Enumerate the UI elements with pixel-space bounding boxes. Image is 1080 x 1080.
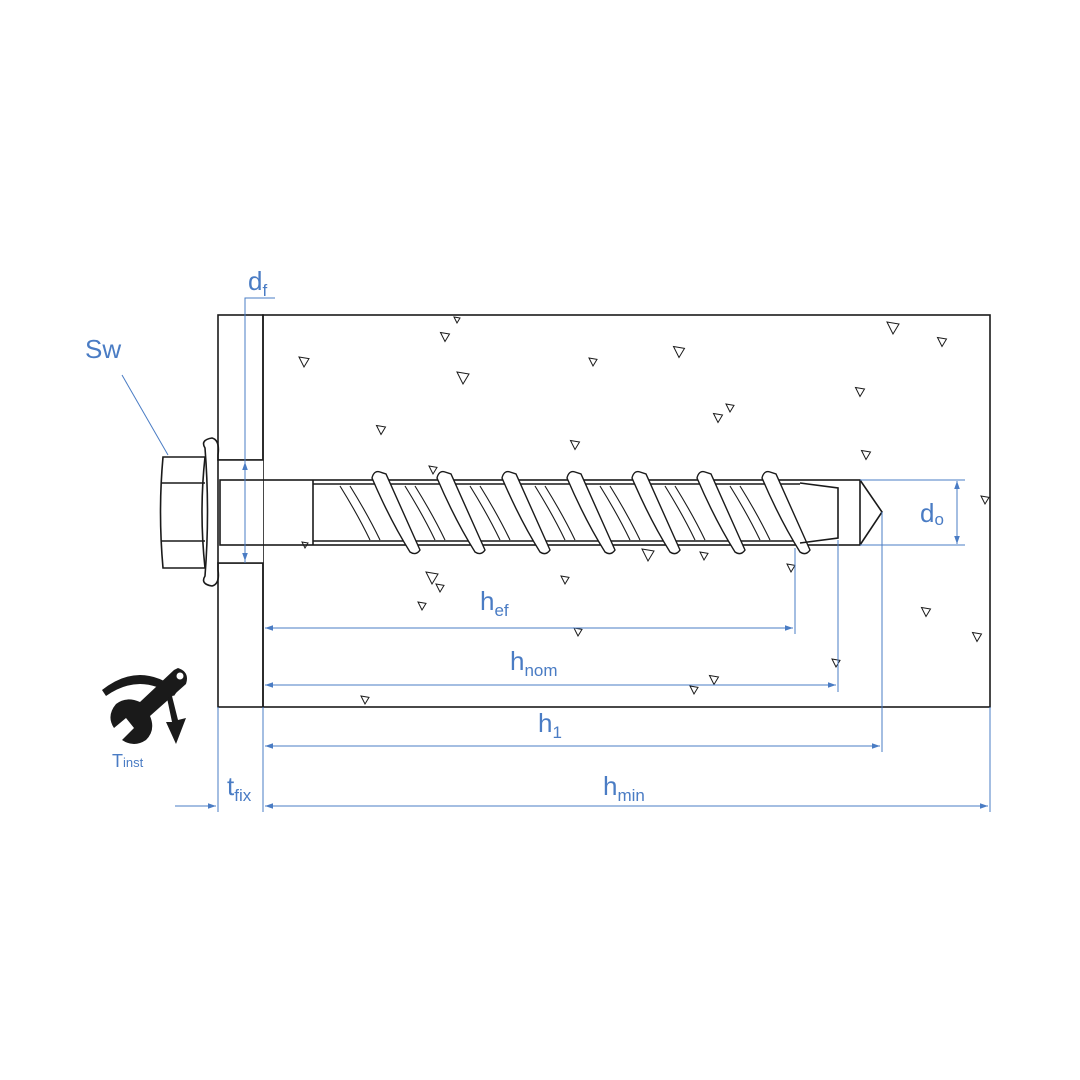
aggregate-triangle — [854, 386, 866, 398]
torque-wrench-icon — [102, 668, 187, 744]
hmin-subscript: min — [617, 786, 644, 805]
svg-text:hmin: hmin — [603, 771, 645, 805]
aggregate-triangle — [641, 548, 655, 563]
aggregate-triangle — [298, 356, 310, 369]
df-dimension: df — [242, 266, 275, 563]
hmin-label: h — [603, 771, 617, 801]
aggregate-triangle — [360, 695, 370, 706]
aggregate-triangle — [886, 321, 900, 336]
tinst-subscript: inst — [123, 755, 144, 770]
thread-flank — [404, 485, 446, 541]
screw-thread — [696, 470, 746, 555]
screw-thread — [631, 470, 681, 555]
fixture-plate — [217, 314, 264, 708]
aggregate-triangle — [786, 563, 796, 574]
screw-thread — [761, 470, 811, 555]
tfix-subscript: fix — [234, 786, 252, 805]
do-subscript: o — [934, 510, 943, 529]
sw-leader — [121, 374, 169, 456]
concrete-aggregate — [298, 316, 990, 706]
thread-flank — [534, 485, 576, 541]
aggregate-triangle — [672, 345, 686, 359]
tinst-label: T — [112, 751, 123, 771]
svg-text:hnom: hnom — [510, 646, 558, 680]
aggregate-triangle — [439, 331, 451, 343]
aggregate-triangle — [860, 449, 872, 461]
df-subscript: f — [262, 281, 267, 300]
aggregate-triangle — [920, 606, 932, 618]
thread-flank — [729, 485, 771, 541]
aggregate-triangle — [573, 627, 583, 638]
screw-thread — [371, 470, 421, 555]
aggregate-triangle — [435, 583, 445, 594]
hef-label: h — [480, 586, 494, 616]
aggregate-triangle — [708, 674, 720, 686]
aggregate-triangle — [569, 439, 581, 451]
aggregate-triangle — [453, 316, 461, 325]
thread-flank — [664, 485, 706, 541]
concrete-screw — [159, 437, 883, 587]
aggregate-triangle — [980, 495, 990, 506]
svg-text:h1: h1 — [538, 708, 562, 742]
h1-subscript: 1 — [552, 723, 561, 742]
do-label: d — [920, 498, 934, 528]
aggregate-triangle — [936, 336, 948, 348]
aggregate-triangle — [456, 371, 470, 386]
aggregate-triangle — [428, 465, 438, 476]
aggregate-triangle — [417, 601, 427, 612]
svg-text:tfix: tfix — [227, 771, 252, 805]
screw-thread — [436, 470, 486, 555]
svg-text:hef: hef — [480, 586, 509, 620]
aggregate-triangle — [425, 571, 439, 586]
do-dimension: do — [860, 479, 965, 546]
thread-flank — [599, 485, 641, 541]
aggregate-triangle — [831, 658, 841, 669]
tfix-label: t — [227, 771, 235, 801]
hef-subscript: ef — [494, 601, 508, 620]
svg-text:Tinst: Tinst — [112, 751, 144, 771]
thread-flank — [339, 485, 381, 541]
aggregate-triangle — [971, 631, 983, 643]
svg-text:df: df — [248, 266, 267, 300]
aggregate-triangle — [699, 551, 709, 562]
sw-label: Sw — [85, 334, 121, 364]
hnom-label: h — [510, 646, 524, 676]
aggregate-triangle — [725, 403, 735, 414]
aggregate-triangle — [375, 424, 387, 436]
aggregate-triangle — [560, 575, 570, 586]
aggregate-triangle — [588, 357, 598, 368]
screw-thread — [566, 470, 616, 555]
h1-label: h — [538, 708, 552, 738]
thread-flank — [469, 485, 511, 541]
aggregate-triangle — [712, 412, 724, 424]
aggregate-triangle — [689, 685, 699, 696]
df-label: d — [248, 266, 262, 296]
svg-text:do: do — [920, 498, 944, 529]
hnom-subscript: nom — [524, 661, 557, 680]
extension-lines — [217, 512, 991, 812]
screw-thread — [501, 470, 551, 555]
